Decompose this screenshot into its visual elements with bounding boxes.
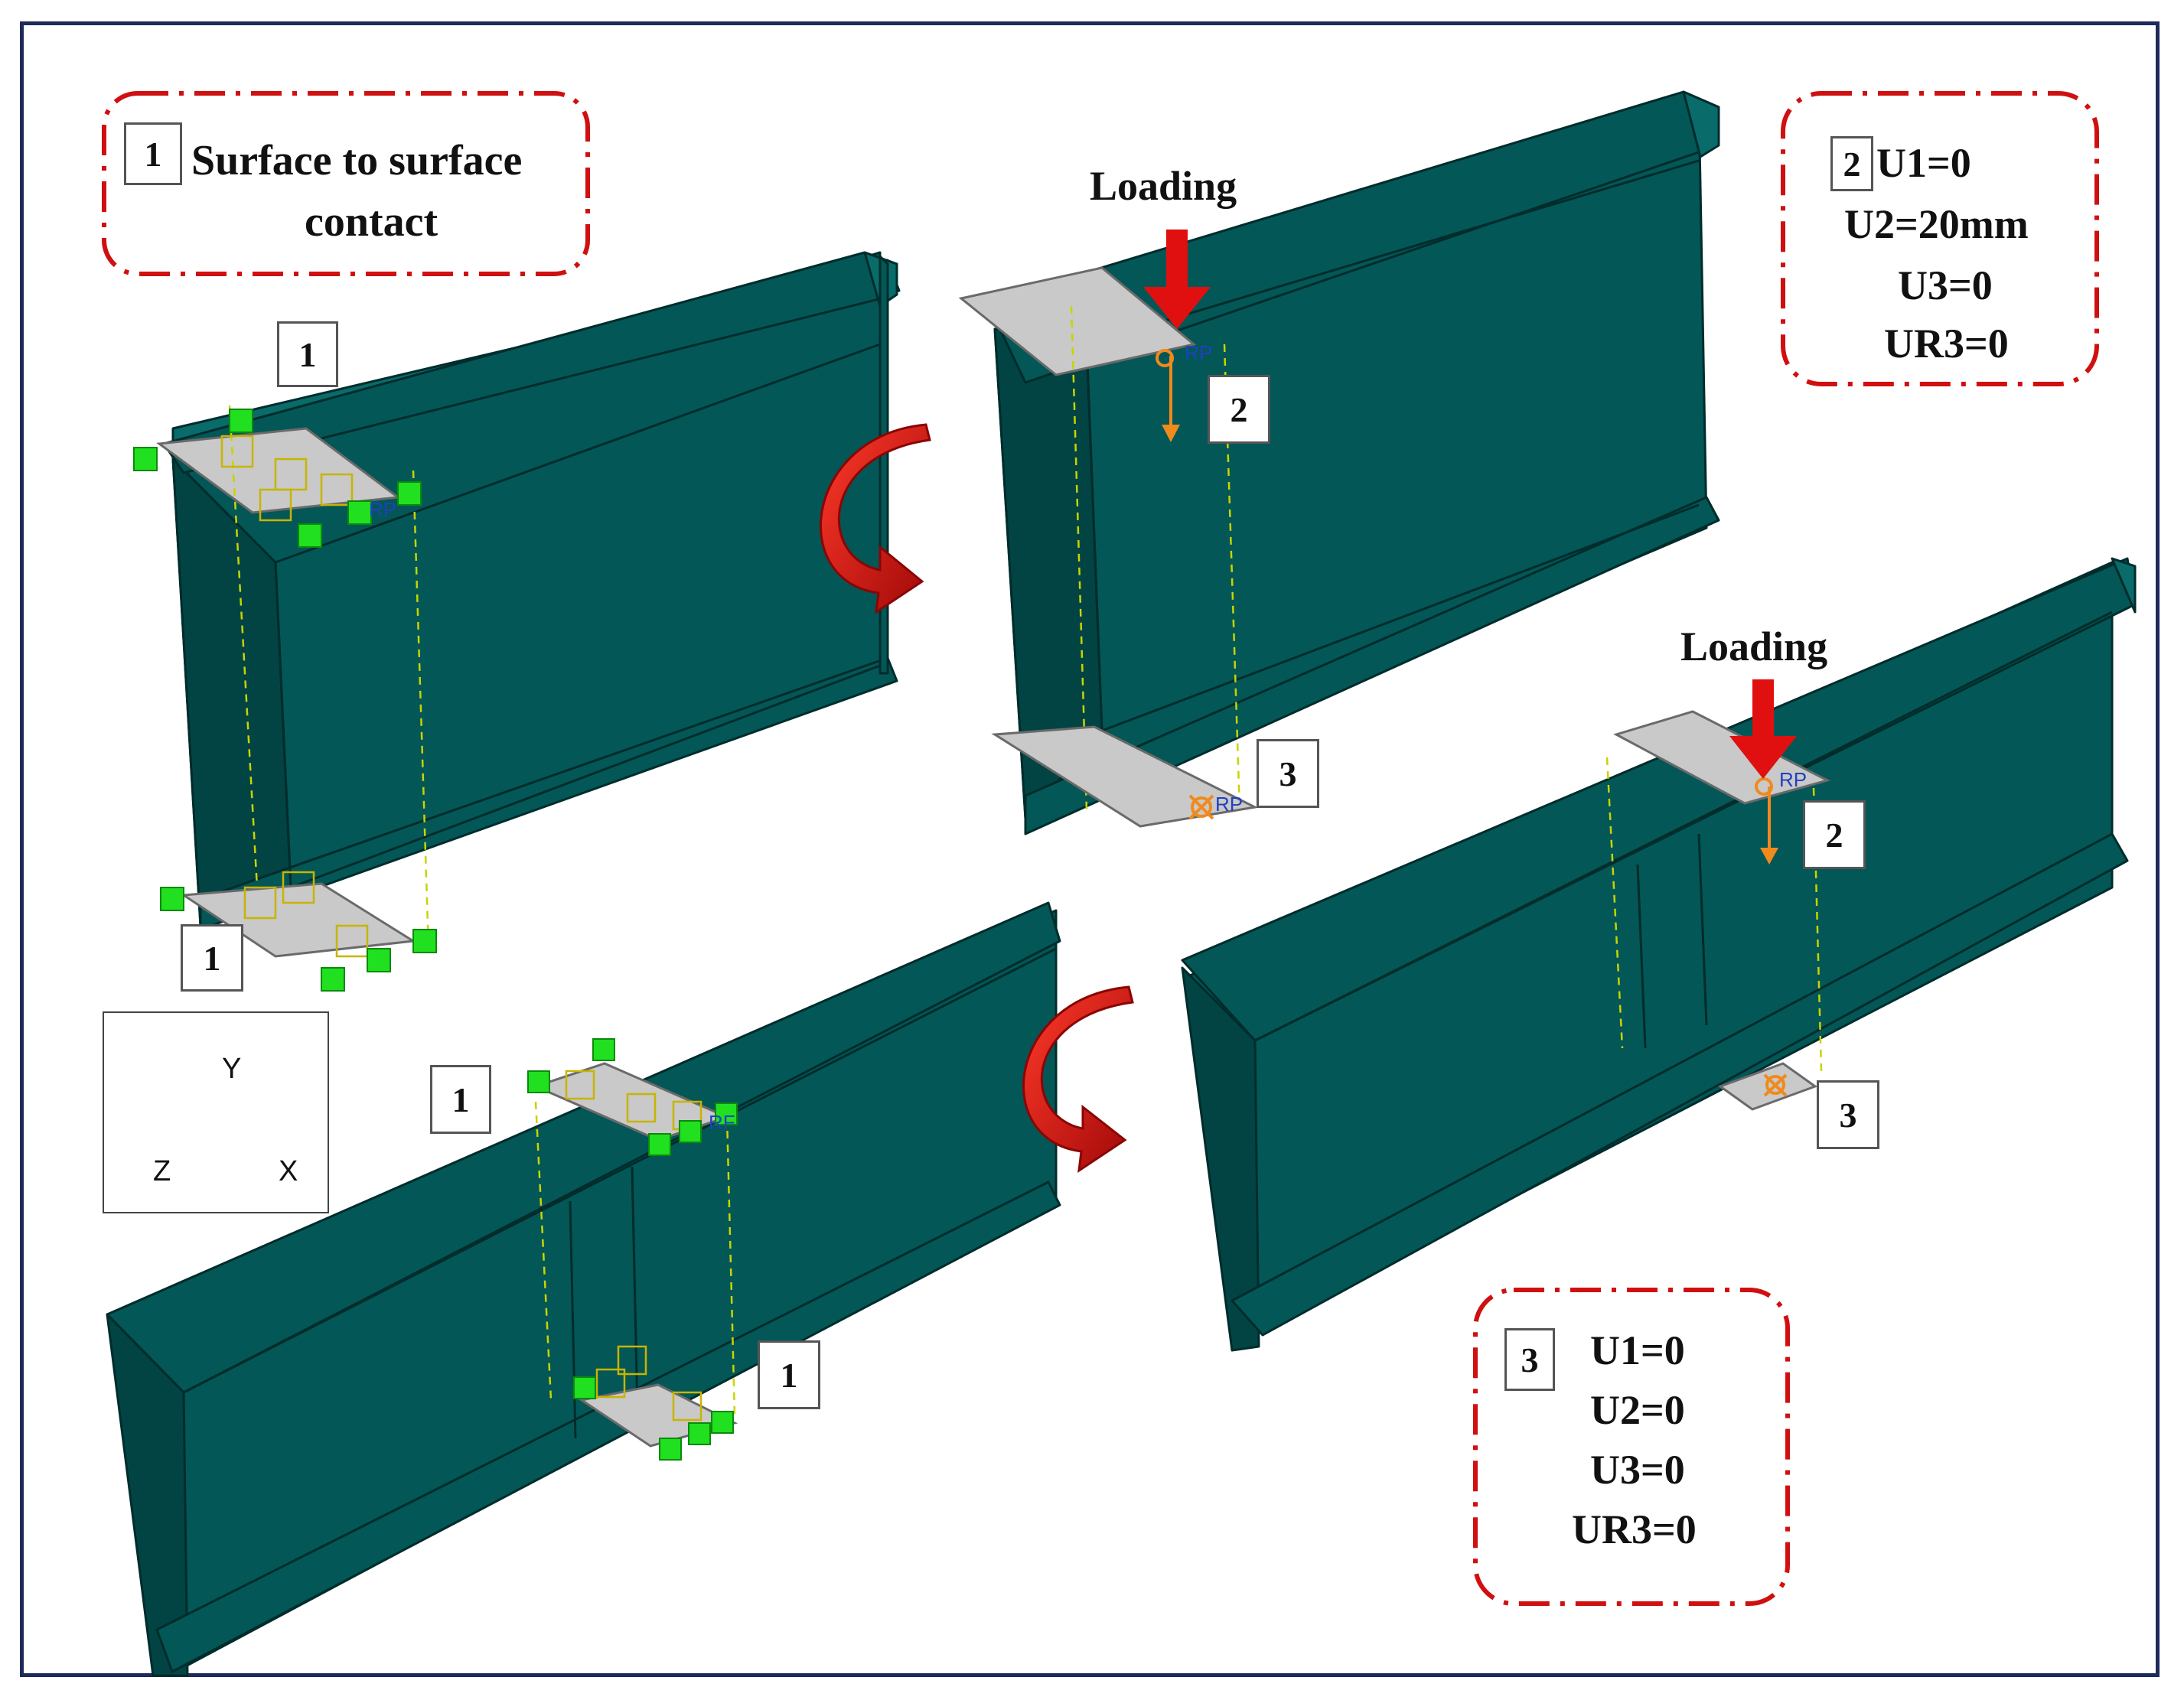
beam-3-bottom-plate bbox=[1717, 1062, 1818, 1111]
axis-x-label: X bbox=[279, 1155, 298, 1187]
beam-2-bottom-plate: RP bbox=[991, 725, 1259, 828]
contact-label-line2: contact bbox=[305, 198, 438, 246]
loading-label-2: Loading bbox=[1680, 624, 1828, 669]
axis-triad-box bbox=[103, 1011, 329, 1213]
marker-beam4-bottom: 1 bbox=[758, 1340, 820, 1409]
loading-bc-u3: U3=0 bbox=[1898, 262, 1993, 308]
rp-label-2: RP bbox=[1185, 341, 1212, 364]
rp-label-3: RP bbox=[1215, 793, 1243, 816]
beam-4-bottom-plate bbox=[573, 1345, 738, 1461]
marker-beam1-top: 1 bbox=[277, 321, 338, 387]
contact-number-box: 1 bbox=[124, 122, 182, 185]
support-bc-u3: U3=0 bbox=[1590, 1447, 1685, 1493]
loading-label-1: Loading bbox=[1090, 163, 1237, 209]
beam-4-top-plate: RF bbox=[527, 1038, 738, 1416]
curved-arrow-1 bbox=[820, 423, 931, 615]
contact-dash-box bbox=[102, 91, 590, 276]
support-bc-u1: U1=0 bbox=[1590, 1327, 1685, 1373]
marker-beam2-support: 3 bbox=[1257, 739, 1319, 808]
loading-bc-u1: U1=0 bbox=[1876, 140, 1971, 186]
beam-3 bbox=[1181, 557, 2137, 1352]
support-bc-u2: U2=0 bbox=[1590, 1387, 1685, 1433]
axis-z-label: Z bbox=[153, 1155, 171, 1187]
loading-bc-number-box: 2 bbox=[1830, 136, 1873, 191]
loading-bc-ur3: UR3=0 bbox=[1884, 321, 2009, 366]
marker-beam3-load: 2 bbox=[1803, 800, 1866, 869]
marker-beam4-top: 1 bbox=[430, 1065, 491, 1134]
figure-frame bbox=[20, 21, 2160, 1677]
loading-bc-u2: U2=20mm bbox=[1844, 201, 2029, 247]
rp-label-4: RP bbox=[1779, 768, 1807, 791]
marker-beam3-support: 3 bbox=[1817, 1080, 1879, 1149]
rp-label-5: RF bbox=[709, 1111, 735, 1134]
support-bc-dash-box bbox=[1473, 1288, 1790, 1606]
beam-1 bbox=[162, 251, 901, 931]
beam-2-top-plate: RP bbox=[958, 266, 1241, 812]
axis-y-label: Y bbox=[222, 1053, 242, 1085]
beam-1-bottom-plate bbox=[160, 871, 437, 992]
loading-arrow-2 bbox=[1729, 679, 1797, 779]
support-bc-ur3: UR3=0 bbox=[1572, 1506, 1697, 1552]
beam-4 bbox=[106, 901, 1061, 1677]
loading-arrow-1 bbox=[1143, 230, 1211, 329]
beam-3-top-plate: RP bbox=[1605, 710, 1831, 1072]
marker-beam1-bottom: 1 bbox=[181, 924, 243, 992]
support-bc-number-box: 3 bbox=[1504, 1328, 1555, 1391]
beam-1-top-plate: RP bbox=[133, 405, 430, 949]
marker-beam2-load: 2 bbox=[1208, 375, 1270, 444]
contact-label-line1: Surface to surface bbox=[191, 137, 523, 184]
rp-label-1: RP bbox=[369, 498, 396, 521]
loading-bc-dash-box bbox=[1781, 91, 2099, 386]
curved-arrow-2 bbox=[1022, 985, 1134, 1174]
